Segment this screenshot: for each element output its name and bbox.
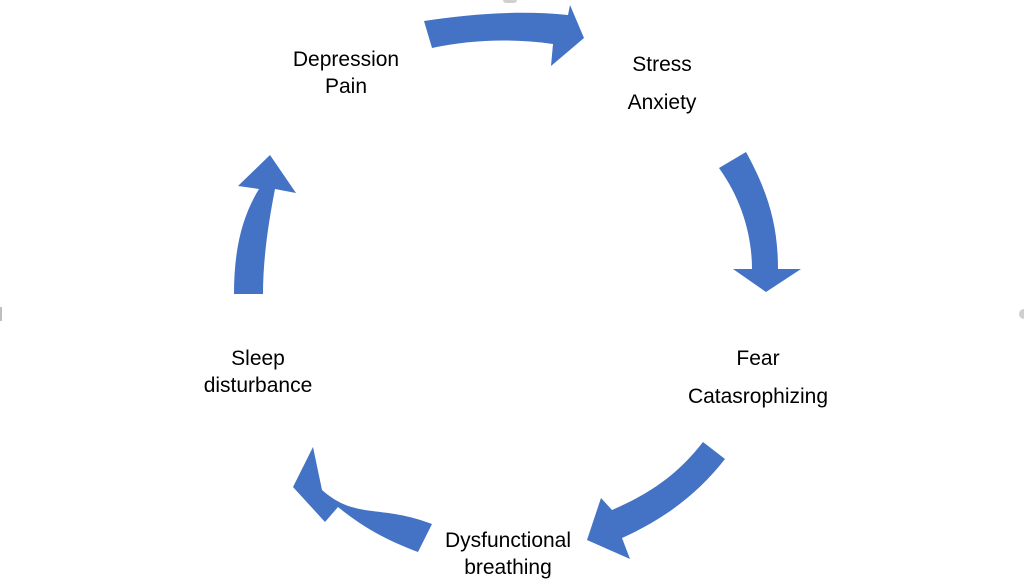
arrow-depression-to-stress bbox=[424, 5, 584, 66]
node-depression-line-2: Pain bbox=[324, 75, 368, 98]
top-edge-handle bbox=[503, 0, 517, 3]
right-edge-handle bbox=[1019, 309, 1024, 319]
arrow-sleep-to-depression bbox=[234, 155, 296, 294]
left-edge-handle bbox=[0, 307, 2, 321]
node-sleep-line-1: Sleep bbox=[231, 347, 285, 370]
node-depression-line-1: Depression bbox=[292, 48, 400, 71]
node-fear-catastrophizing: Fear Catasrophizing bbox=[658, 340, 858, 416]
node-fear-line-1: Fear bbox=[736, 347, 780, 370]
node-dysfunctional-line-2: breathing bbox=[464, 556, 552, 579]
node-sleep-disturbance: Sleep disturbance bbox=[158, 345, 358, 399]
node-depression-pain: Depression Pain bbox=[246, 46, 446, 100]
arrow-fear-to-dysfunctional bbox=[587, 442, 725, 559]
node-stress-anxiety: Stress Anxiety bbox=[562, 46, 762, 122]
node-stress-line-2: Anxiety bbox=[627, 91, 697, 114]
arrow-dysfunctional-to-sleep bbox=[293, 447, 432, 552]
node-dysfunctional-line-1: Dysfunctional bbox=[444, 529, 572, 552]
node-stress-line-1: Stress bbox=[632, 53, 692, 76]
arrow-stress-to-fear bbox=[719, 152, 801, 292]
node-dysfunctional-breathing: Dysfunctional breathing bbox=[408, 527, 608, 581]
node-sleep-line-2: disturbance bbox=[203, 374, 313, 397]
node-fear-line-2: Catasrophizing bbox=[687, 385, 829, 408]
